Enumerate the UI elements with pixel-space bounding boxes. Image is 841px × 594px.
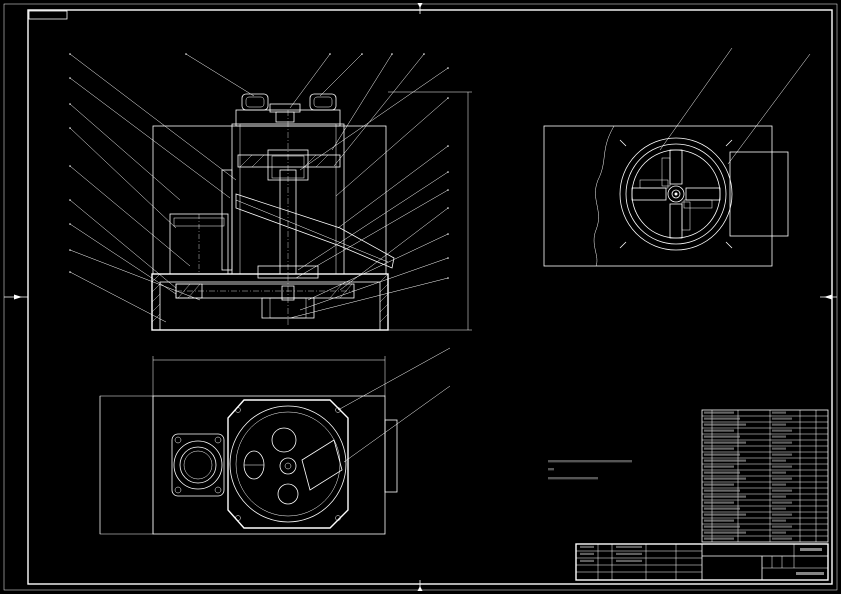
- parts-row-material: [772, 495, 786, 498]
- title-row-text: [580, 552, 594, 555]
- parts-row-text: [704, 537, 734, 540]
- parts-row-text: [704, 459, 746, 462]
- title-row-text: [616, 559, 642, 562]
- parts-row-text: [704, 519, 734, 522]
- parts-row-material: [772, 423, 786, 426]
- title-row-text: [616, 552, 642, 555]
- technical-notes: [548, 460, 632, 480]
- bottom-plan-view: [99, 347, 451, 535]
- parts-row-text: [704, 417, 740, 420]
- parts-row-material: [772, 417, 792, 420]
- top-right-view: [543, 47, 811, 267]
- parts-row-text: [704, 411, 734, 414]
- parts-row-material: [772, 513, 792, 516]
- parts-row-material: [772, 489, 792, 492]
- parts-row-text: [704, 531, 746, 534]
- title-block: [575, 543, 829, 581]
- parts-row-text: [704, 453, 740, 456]
- front-section-view: [69, 53, 472, 331]
- parts-row-text: [704, 489, 740, 492]
- parts-row-text: [704, 507, 740, 510]
- parts-row-text: [704, 477, 746, 480]
- leaders-front-right: [289, 67, 449, 319]
- parts-row-text: [704, 501, 734, 504]
- title-row-text: [580, 559, 594, 562]
- parts-list-table: [701, 409, 829, 543]
- parts-row-material: [772, 459, 786, 462]
- parts-row-material: [772, 435, 786, 438]
- parts-row-text: [704, 429, 734, 432]
- corner-tag: [28, 10, 68, 20]
- parts-row-material: [772, 507, 786, 510]
- parts-row-material: [772, 501, 792, 504]
- parts-row-text: [704, 525, 740, 528]
- parts-row-text: [704, 465, 734, 468]
- parts-row-material: [772, 537, 792, 540]
- parts-row-text: [704, 471, 740, 474]
- parts-row-text: [704, 447, 734, 450]
- title-name-text: [800, 548, 822, 551]
- parts-row-material: [772, 465, 792, 468]
- title-row-text: [580, 545, 594, 548]
- parts-row-material: [772, 483, 786, 486]
- parts-row-material: [772, 525, 792, 528]
- parts-row-text: [704, 435, 740, 438]
- parts-row-material: [772, 519, 786, 522]
- leaders-front-top: [185, 53, 425, 167]
- title-row-text: [616, 545, 642, 548]
- parts-row-material: [772, 411, 786, 414]
- parts-row-text: [704, 495, 746, 498]
- parts-row-material: [772, 531, 786, 534]
- parts-row-text: [704, 441, 746, 444]
- parts-row-material: [772, 477, 792, 480]
- title-drawing-number: [796, 572, 824, 575]
- parts-row-text: [704, 513, 746, 516]
- parts-row-material: [772, 471, 786, 474]
- parts-row-text: [704, 483, 734, 486]
- sheet-frame: [3, 3, 838, 591]
- parts-row-material: [772, 429, 792, 432]
- parts-row-material: [772, 447, 786, 450]
- leaders-front-left: [69, 53, 237, 323]
- parts-row-text: [704, 423, 746, 426]
- parts-row-material: [772, 441, 792, 444]
- parts-row-material: [772, 453, 792, 456]
